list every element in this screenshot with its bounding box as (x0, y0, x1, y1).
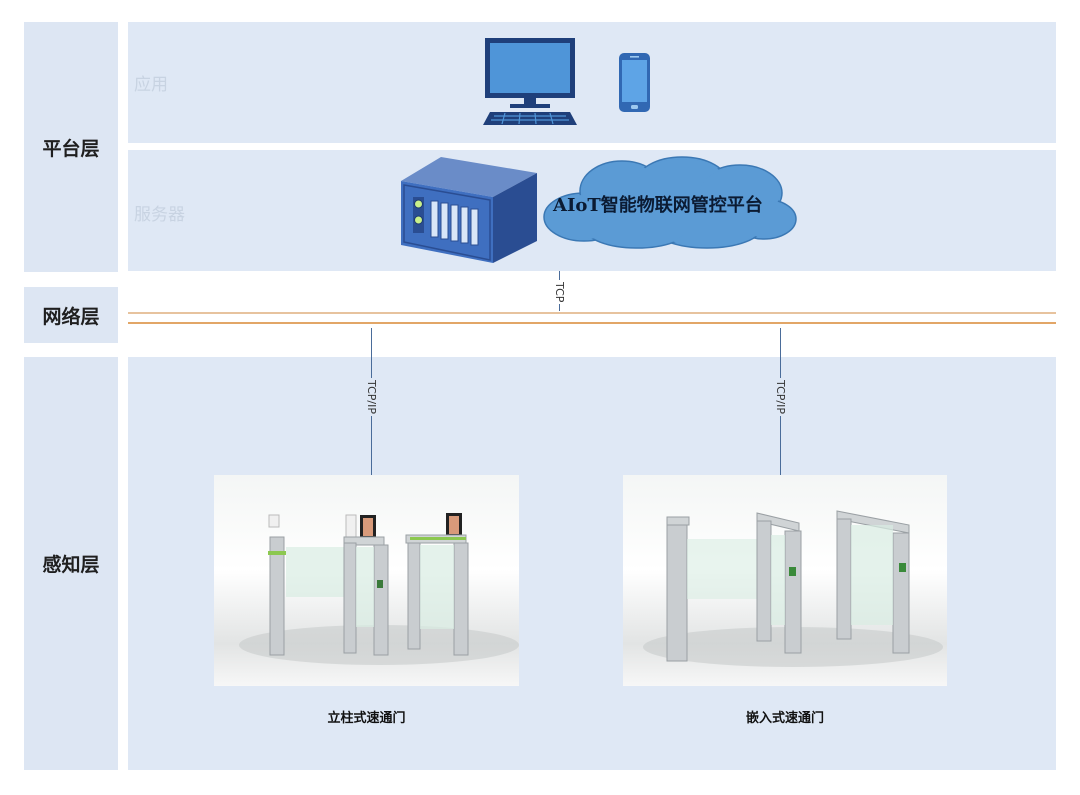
layer-label-network-text: 网络层 (42, 305, 100, 328)
layer-label-network: 网络层 (24, 287, 118, 343)
embedded-speed-gate-caption: 嵌入式速通门 (745, 711, 824, 726)
right-link-label: TCP/IP (774, 378, 787, 416)
pillar-speed-gate-caption: 立柱式速通门 (327, 711, 406, 726)
layer-label-platform-text: 平台层 (42, 137, 100, 160)
cloud-icon (543, 156, 797, 249)
server-rack-icon (401, 157, 537, 263)
network-bus-line-top (128, 312, 1056, 314)
network-bus-line-bottom (128, 322, 1056, 324)
embedded-speed-gate-photo (623, 475, 947, 686)
layer-label-perception-text: 感知层 (42, 554, 100, 576)
pillar-speed-gate-photo (214, 475, 519, 686)
server-label: 服务器 (134, 205, 185, 225)
left-link-label: TCP/IP (365, 378, 378, 416)
cloud-platform-label: AIoT智能物联网管控平台 (553, 195, 763, 216)
layer-label-platform: 平台层 (24, 22, 118, 272)
layer-label-perception: 感知层 (24, 357, 118, 770)
application-label: 应用 (134, 75, 168, 95)
application-panel: 应用 (128, 22, 1056, 143)
desktop-computer-icon (483, 38, 577, 125)
tcp-link-label: TCP (553, 280, 566, 305)
mobile-phone-icon (619, 53, 650, 112)
